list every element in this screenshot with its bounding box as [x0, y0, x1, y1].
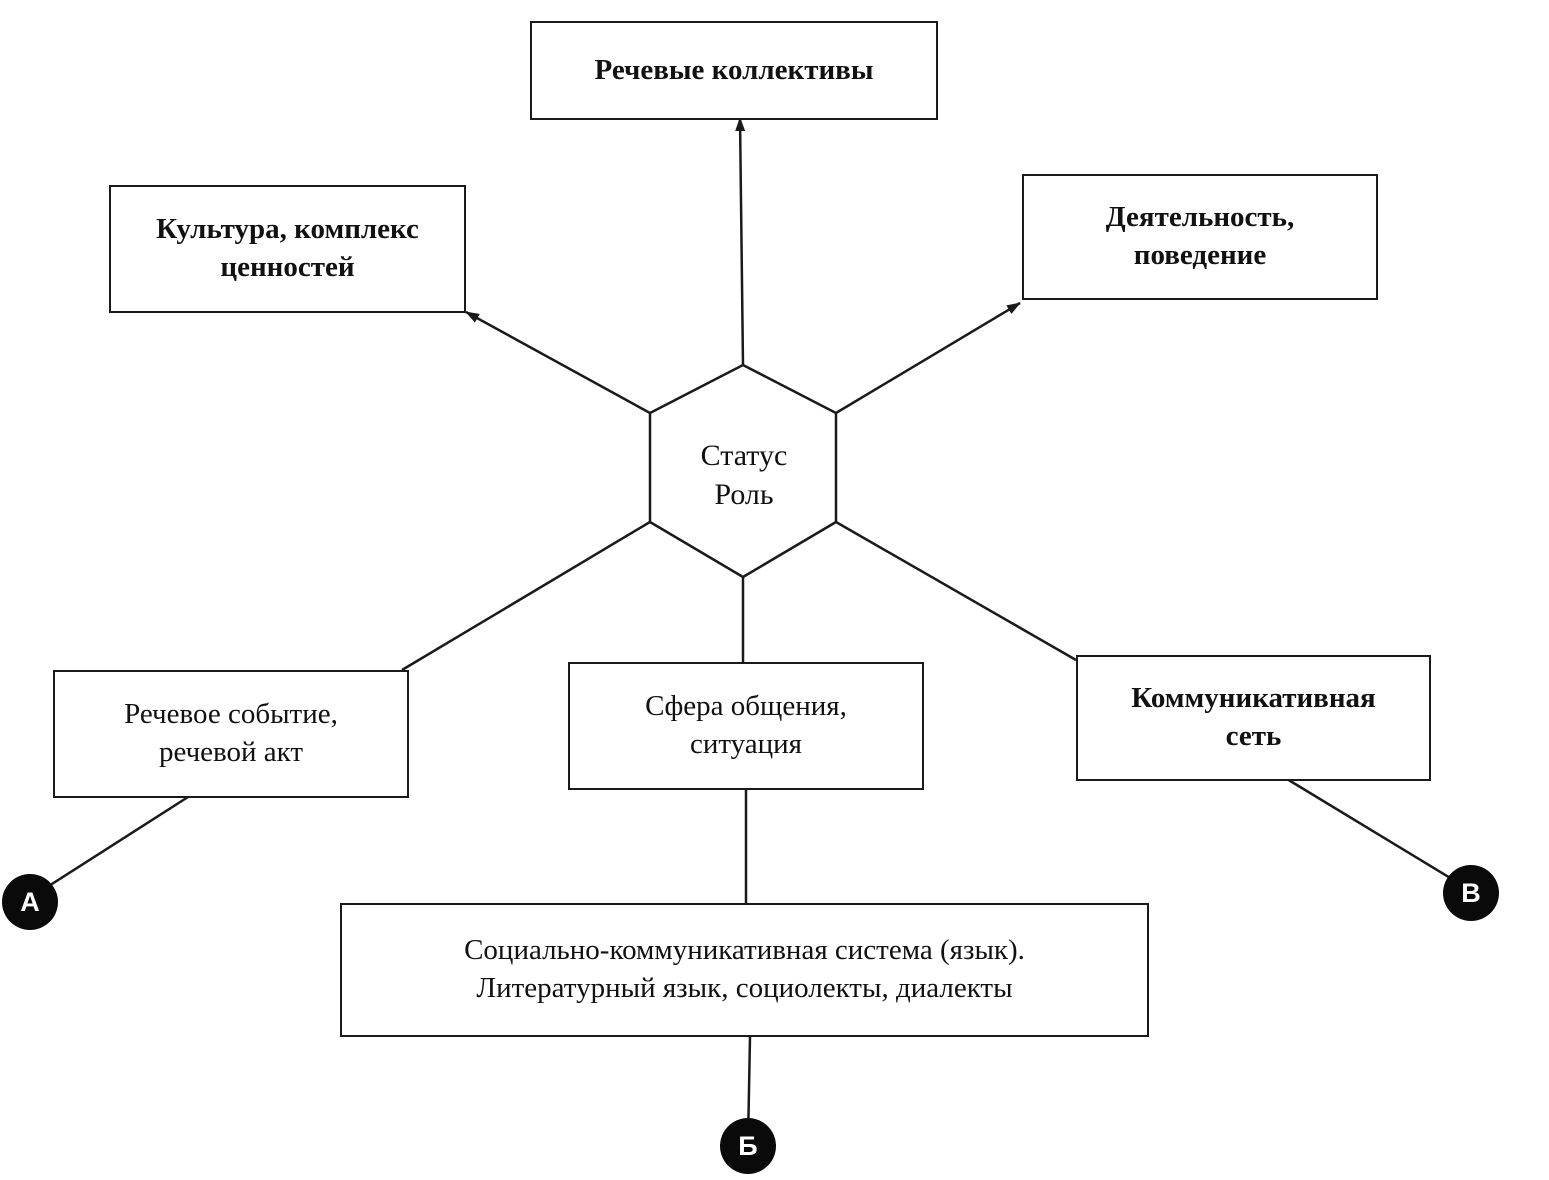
- box-system-line1: Социально-коммуникативная система (язык)…: [464, 934, 1025, 967]
- arrow-to-speech-communities: [735, 117, 746, 366]
- box-sphere: Сфера общения, ситуация: [568, 662, 924, 790]
- box-network-line1: Коммуникативная: [1131, 682, 1376, 715]
- box-activity: Деятельность, поведение: [1022, 174, 1378, 300]
- box-activity-line1: Деятельность,: [1105, 201, 1295, 234]
- line-to-speech-event: [401, 520, 651, 672]
- box-culture-line2: ценностей: [220, 251, 355, 283]
- line-to-marker-a: [29, 795, 189, 900]
- box-speech-communities: Речевые коллективы: [530, 21, 938, 120]
- box-speech-event-line1: Речевое событие,: [124, 698, 338, 731]
- box-sphere-line2: ситуация: [689, 728, 803, 760]
- box-speech-event-line2: речевой акт: [158, 736, 304, 768]
- status-label: Статус: [700, 439, 788, 472]
- arrow-to-activity: [835, 301, 1021, 415]
- marker-v: В: [1443, 865, 1499, 921]
- role-label: Роль: [714, 478, 774, 511]
- marker-b: Б: [720, 1118, 776, 1174]
- box-system: Социально-коммуникативная система (язык)…: [340, 903, 1149, 1037]
- box-speech-event: Речевое событие, речевой акт: [53, 670, 409, 798]
- marker-v-label: В: [1461, 877, 1481, 908]
- box-system-line2: Литературный язык, социолекты, диалекты: [476, 972, 1013, 1004]
- box-culture-line1: Культура, комплекс: [156, 213, 419, 246]
- box-network: Коммуникативная сеть: [1076, 655, 1431, 781]
- arrow-to-culture: [465, 310, 651, 415]
- box-activity-line2: поведение: [1133, 239, 1267, 271]
- marker-b-label: Б: [738, 1130, 758, 1161]
- line-to-marker-v: [1286, 777, 1471, 892]
- box-culture: Культура, комплекс ценностей: [109, 185, 466, 313]
- box-sphere-line1: Сфера общения,: [645, 690, 847, 723]
- marker-a-label: А: [20, 886, 40, 917]
- line-to-network: [835, 520, 1077, 662]
- box-speech-communities-text: Речевые коллективы: [594, 53, 874, 86]
- marker-a: А: [2, 874, 58, 930]
- box-network-line2: сеть: [1225, 720, 1282, 752]
- center-label: Статус Роль: [650, 425, 838, 525]
